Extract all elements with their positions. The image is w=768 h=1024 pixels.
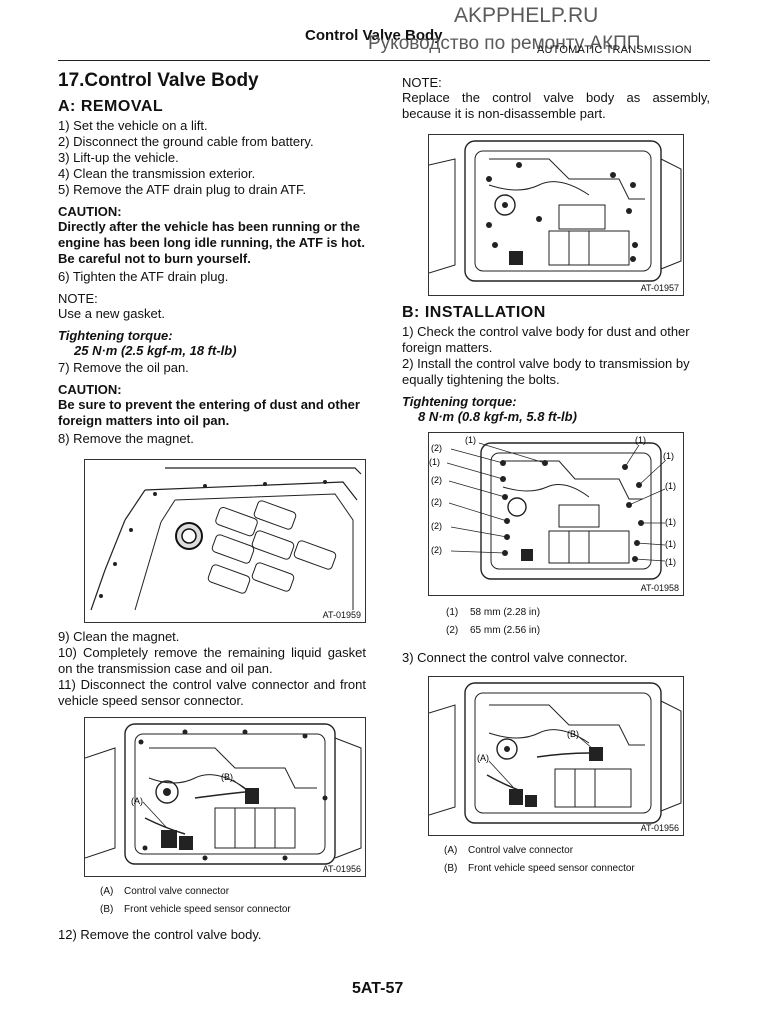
step-3: 3) Lift-up the vehicle. [58,150,179,165]
figure-code: AT-01956 [322,864,361,874]
callout-left-6: (2) [431,545,442,555]
step-8: 8) Remove the magnet. [58,431,194,446]
valve-body-connectors-drawing: (A) (B) [85,723,362,865]
caution-1-text: Directly after the vehicle has been runn… [58,219,365,266]
torque-value: 25 N·m (2.5 kgf-m, 18 ft-lb) [74,343,237,358]
step-1: 1) Set the vehicle on a lift. [58,118,208,133]
install-step-3: 3) Connect the control valve connector. [402,650,628,665]
legend-key: (1) [446,607,459,618]
legend-key: (B) [100,904,114,915]
right-column: NOTE: Replace the control valve body as … [402,75,710,878]
oil-pan-drawing [90,467,362,611]
torque-heading: Tightening torque: [58,328,173,343]
header-rule [58,60,710,61]
section-title: 17.Control Valve Body [58,70,259,91]
install-step-1: 1) Check the control valve body for dust… [402,324,690,355]
page-header-title: Control Valve Body [305,27,443,44]
legend-key: (B) [444,863,458,874]
legend-key: (A) [444,845,458,856]
legend-text: 65 mm (2.56 in) [470,625,541,636]
note-text: Replace the control valve body as assemb… [402,90,710,121]
watermark-subtitle: Руководство по ремонту АКПП [368,33,641,54]
torque-heading: Tightening torque: [402,394,517,409]
figure-connectors-install: (A) (B) AT-01956 [428,676,684,836]
step-11: 11) Disconnect the control valve connect… [58,677,366,708]
legend-key: (2) [446,625,459,636]
connector-a-label: (A) [477,753,489,763]
removal-steps-1-5: 1) Set the vehicle on a lift. 2) Disconn… [58,118,366,198]
callout-right-5: (1) [665,557,676,567]
legend-item: (A) Control valve connector [100,883,366,901]
note-heading: NOTE: [58,291,98,306]
step-5: 5) Remove the ATF drain plug to drain AT… [58,182,307,197]
callout-right-1: (1) [663,451,674,461]
step-2: 2) Disconnect the ground cable from batt… [58,134,314,149]
callout-left-2: (1) [429,457,440,467]
caution-2-text: Be sure to prevent the entering of dust … [58,397,360,428]
callout-right-3: (1) [665,517,676,527]
watermark-site: AKPPHELP.RU [454,4,599,27]
figure-code: AT-01959 [322,610,361,620]
connector-legend: (A) Control valve connector (B) Front vehi… [444,842,710,878]
legend-text: Front vehicle speed sensor connector [468,863,635,874]
page-header-section: AUTOMATIC TRANSMISSION [537,44,692,56]
step-4: 4) Clean the transmission exterior. [58,166,256,181]
legend-item: (1) 58 mm (2.28 in) [446,604,710,622]
figure-code: AT-01958 [640,583,679,593]
legend-text: 58 mm (2.28 in) [470,607,541,618]
legend-item: (A) Control valve connector [444,842,710,860]
connector-a-label: (A) [131,796,143,806]
callout-right-4: (1) [665,539,676,549]
removal-title: A: REMOVAL [58,98,164,115]
callout-right-2: (1) [665,481,676,491]
figure-code: AT-01956 [640,823,679,833]
valve-body-drawing [429,140,682,282]
figure-valve-body: AT-01957 [428,134,684,296]
torque-value: 8 N·m (0.8 kgf-m, 5.8 ft-lb) [418,409,577,424]
connector-b-label: (B) [221,772,233,782]
page-number: 5AT-57 [352,980,404,997]
installation-title: B: INSTALLATION [402,304,546,321]
valve-body-connectors-drawing: (A) (B) [429,682,682,824]
figure-oil-pan-magnet: AT-01959 [84,459,366,623]
callout-left-1: (2) [431,443,442,453]
caution-2-heading: CAUTION: [58,382,122,397]
legend-text: Control valve connector [468,845,574,856]
install-step-2: 2) Install the control valve body to tra… [402,356,690,387]
legend-text: Control valve connector [124,886,230,897]
figure-bolt-positions: (2) (1) (2) (2) (2) (2) (1) (1) (1) (1) … [428,432,684,596]
step-7: 7) Remove the oil pan. [58,360,189,375]
step-6: 6) Tighten the ATF drain plug. [58,269,229,284]
callout-left-5: (2) [431,521,442,531]
legend-item: (2) 65 mm (2.56 in) [446,622,710,640]
connector-b-label: (B) [567,729,579,739]
legend-item: (B) Front vehicle speed sensor connector [100,901,366,919]
step-10: 10) Completely remove the remaining liqu… [58,645,366,676]
callout-left-3: (2) [431,475,442,485]
callout-top-1: (1) [465,435,476,445]
legend-text: Front vehicle speed sensor connector [124,904,291,915]
legend-key: (A) [100,886,114,897]
bolt-positions-drawing: (2) (1) (2) (2) (2) (2) (1) (1) (1) (1) … [429,435,676,580]
callout-top-2: (1) [635,435,646,445]
bolt-length-legend: (1) 58 mm (2.28 in) (2) 65 mm (2.56 in) [446,604,710,640]
note-heading: NOTE: [402,75,442,90]
legend-item: (B) Front vehicle speed sensor connector [444,860,710,878]
note-text: Use a new gasket. [58,306,165,321]
left-column: 17.Control Valve Body A: REMOVAL 1) Set … [58,70,366,943]
figure-code: AT-01957 [640,283,679,293]
caution-1-heading: CAUTION: [58,204,122,219]
step-12: 12) Remove the control valve body. [58,927,262,942]
connector-legend: (A) Control valve connector (B) Front vehi… [100,883,366,919]
step-9: 9) Clean the magnet. [58,629,180,644]
callout-left-4: (2) [431,497,442,507]
figure-connectors-removal: (A) (B) AT-01956 [84,717,366,877]
